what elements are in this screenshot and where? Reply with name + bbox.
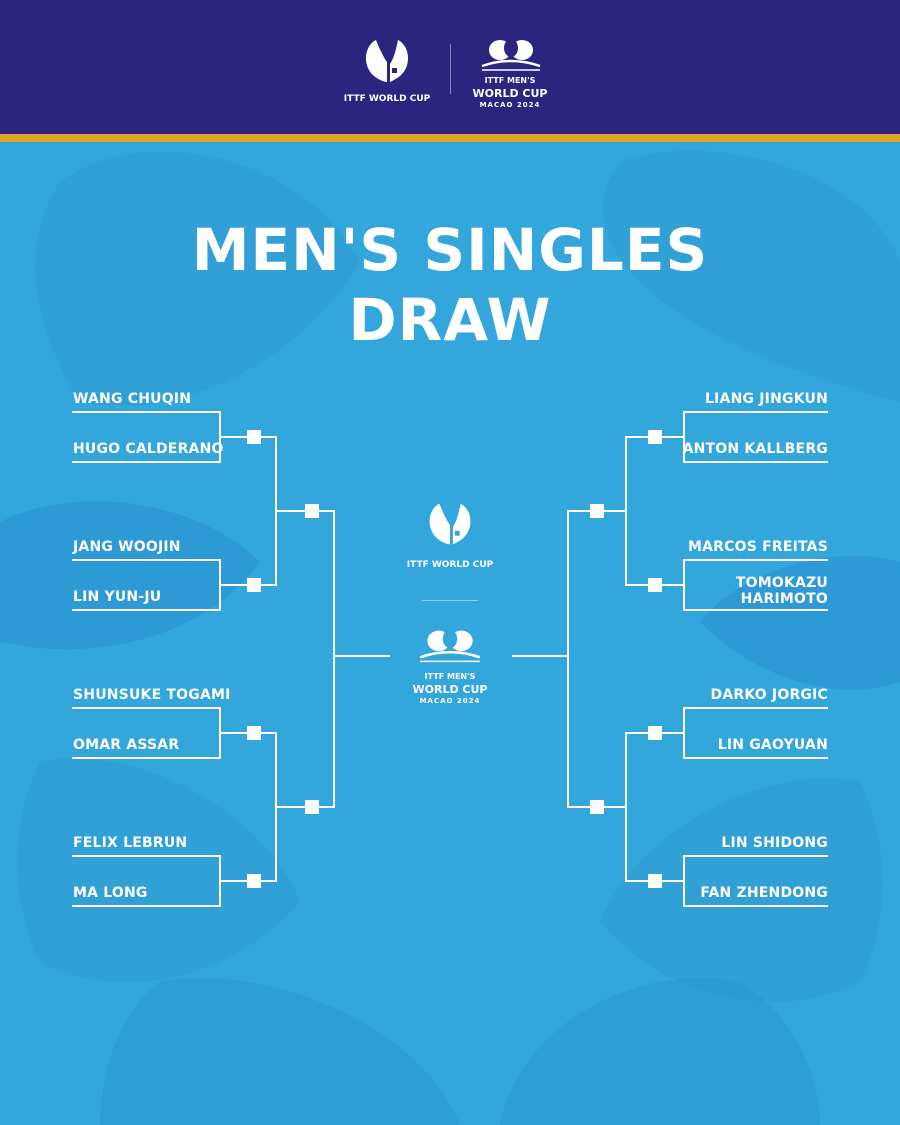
left-player-3: JANG WOOJIN [73,539,181,555]
right-r1-match1-box [648,430,662,444]
left-player-8: MA LONG [73,885,148,901]
header-logo-left-text: ITTF WORLD CUP [343,94,431,104]
right-player-4-line2: HARIMOTO [740,591,828,607]
center-ittf-world-cup-logo-icon [429,503,471,545]
center-logo-bottom-line1: ITTF MEN'S [424,672,476,681]
left-r1-match1-box [247,430,261,444]
left-r2-match1-box [305,504,319,518]
right-r1-match2-box [648,578,662,592]
right-player-2: ANTON KALLBERG [682,441,828,457]
right-r1-match4-box [648,874,662,888]
left-player-1: WANG CHUQIN [73,391,192,407]
right-player-6: LIN GAOYUAN [717,737,828,753]
header-accent-stripe [0,134,900,142]
header-logo-right-line3: MACAO 2024 [479,101,541,109]
header-logo-right-line2: WORLD CUP [472,87,548,100]
right-player-4-line1: TOMOKAZU [735,575,828,591]
background-petal-pattern [0,150,900,1125]
center-logo-divider [422,600,478,601]
right-player-5: DARKO JORGIC [710,687,828,703]
header-logo-right-line1: ITTF MEN'S [484,76,536,85]
left-player-7: FELIX LEBRUN [73,835,188,851]
page-title-line1: MEN'S SINGLES [191,216,709,284]
right-player-7: LIN SHIDONG [721,835,828,851]
center-logo-bottom-line2: WORLD CUP [412,683,488,696]
ittf-world-cup-logo-icon [365,40,409,82]
right-player-1: LIANG JINGKUN [705,391,828,407]
left-r1-match3-box [247,726,261,740]
right-r2-match2-box [590,800,604,814]
left-player-2: HUGO CALDERANO [73,441,224,457]
center-logo-bottom-line3: MACAO 2024 [419,697,481,705]
right-r1-match3-box [648,726,662,740]
right-player-8: FAN ZHENDONG [700,885,828,901]
left-player-5: SHUNSUKE TOGAMI [73,687,231,703]
right-player-3: MARCOS FREITAS [688,539,828,555]
left-r2-match2-box [305,800,319,814]
center-macao-2024-logo-icon [419,629,481,663]
left-r1-match2-box [247,578,261,592]
header-logo-divider [450,44,451,94]
center-logo-top-text: ITTF WORLD CUP [406,560,494,570]
left-player-6: OMAR ASSAR [73,737,180,753]
left-r1-match4-box [247,874,261,888]
left-player-4: LIN YUN-JU [73,589,162,605]
right-r2-match1-box [590,504,604,518]
page-title-line2: DRAW [348,286,552,354]
macao-2024-logo-icon [481,39,541,71]
